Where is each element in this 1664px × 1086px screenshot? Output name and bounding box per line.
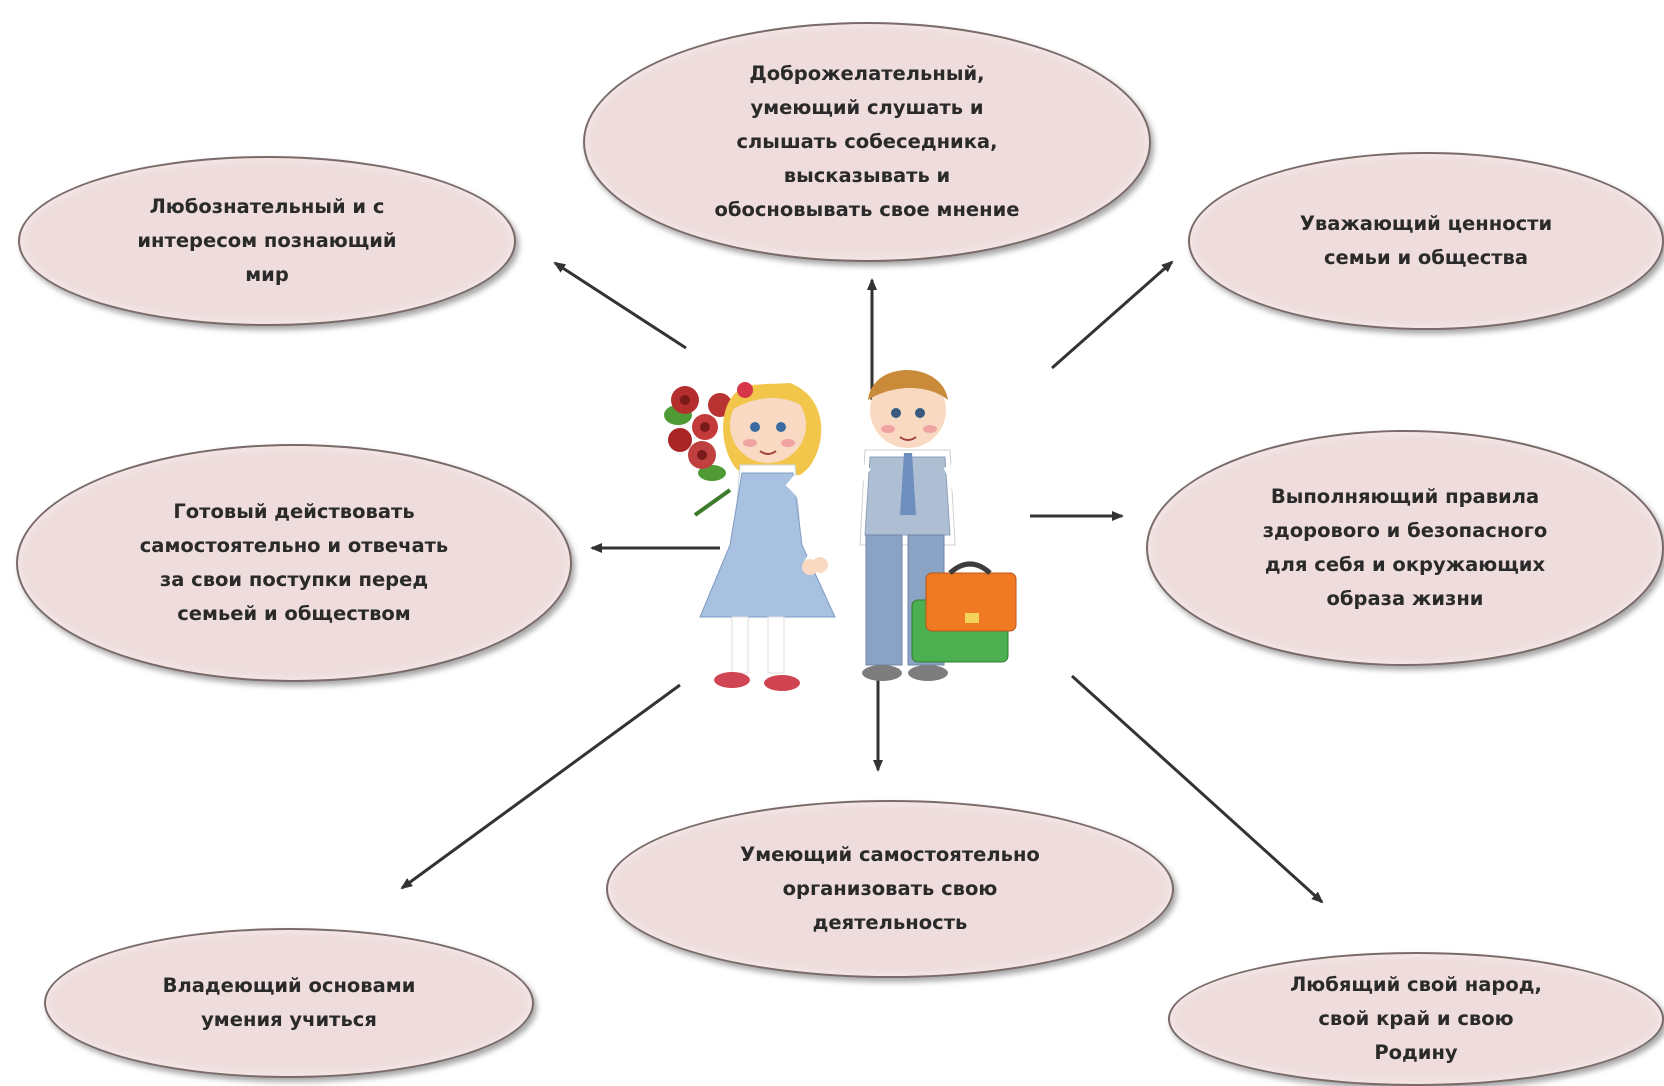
boy-figure xyxy=(812,370,972,681)
arrow-to-bottom-left xyxy=(400,683,681,890)
node-bottom-right: Любящий свой народ, свой край и свою Род… xyxy=(1168,952,1664,1086)
node-bottom-left: Владеющий основами умения учиться xyxy=(44,928,534,1078)
arrow-to-top-right xyxy=(1051,260,1174,370)
node-label: Любознательный и с интересом познающий м… xyxy=(137,195,397,286)
node-label: Умеющий самостоятельно организовать свою… xyxy=(740,843,1040,934)
arrow-to-bottom-right xyxy=(1070,674,1324,904)
node-top: Доброжелательный, умеющий слушать и слыш… xyxy=(583,22,1151,262)
arrow-to-top-left xyxy=(553,261,687,350)
node-label: Доброжелательный, умеющий слушать и слыш… xyxy=(714,62,1020,221)
schoolchildren-illustration xyxy=(664,370,1017,691)
node-mid-right: Выполняющий правила здорового и безопасн… xyxy=(1146,430,1664,666)
node-top-left: Любознательный и с интересом познающий м… xyxy=(18,156,516,326)
briefcase-icon xyxy=(911,561,1017,663)
node-label: Готовый действовать самостоятельно и отв… xyxy=(139,500,449,625)
node-top-right: Уважающий ценности семьи и общества xyxy=(1188,152,1664,330)
node-bottom: Умеющий самостоятельно организовать свою… xyxy=(606,800,1174,978)
flower-bouquet-icon xyxy=(664,386,732,517)
girl-figure xyxy=(699,382,836,691)
node-label: Уважающий ценности семьи и общества xyxy=(1299,212,1553,269)
node-label: Владеющий основами умения учиться xyxy=(162,974,416,1031)
node-mid-left: Готовый действовать самостоятельно и отв… xyxy=(16,444,572,682)
node-label: Любящий свой народ, свой край и свою Род… xyxy=(1290,973,1542,1064)
node-label: Выполняющий правила здорового и безопасн… xyxy=(1262,485,1548,610)
